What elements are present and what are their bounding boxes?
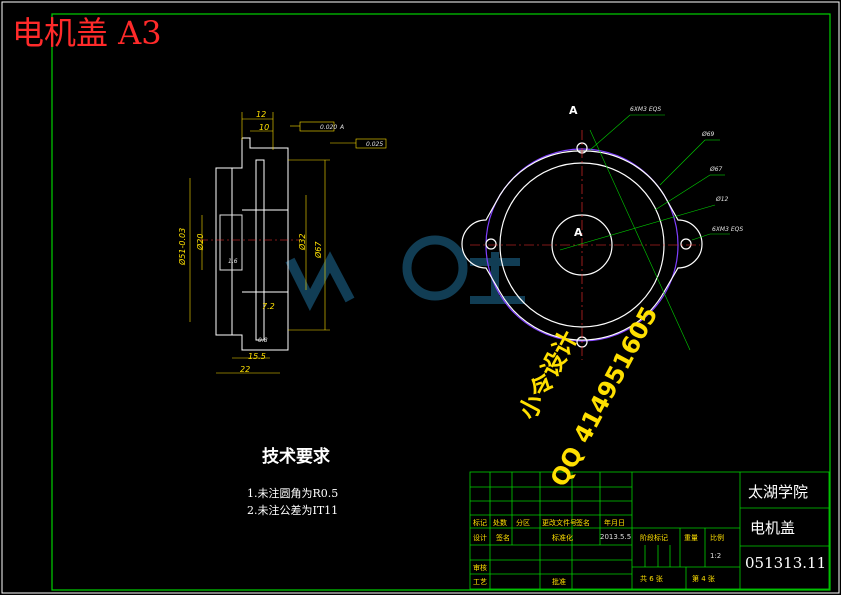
- drawing-title: 电机盖 A3: [12, 14, 162, 52]
- part-name: 电机盖: [750, 519, 796, 537]
- callout-d69: Ø69: [702, 131, 715, 138]
- section-label-a: A: [569, 104, 578, 117]
- tb-r2-0: 设计: [473, 534, 487, 542]
- dim-d51: Ø51-0.03: [178, 227, 187, 265]
- tb-r2-1: 签名: [496, 534, 510, 542]
- front-centerlines: [470, 130, 700, 360]
- side-view-dims: [189, 112, 387, 374]
- tb-r4-0: 工艺: [473, 578, 487, 586]
- dim-22: 22: [240, 365, 251, 374]
- tb-r2-3: 2013.5.5: [600, 533, 632, 541]
- dim-d32: Ø32: [298, 233, 307, 250]
- tech-req-title: 技术要求: [262, 447, 330, 467]
- callout-d12: Ø12: [716, 196, 729, 203]
- gdt-flatness: 0.020: [320, 124, 338, 131]
- tb-r2-5: 重量: [684, 534, 698, 542]
- tb-r4-1: 批准: [552, 578, 566, 586]
- tb-r2-6: 比例: [710, 534, 724, 542]
- tb-r1-5: 年月日: [604, 519, 625, 527]
- front-leaders: [559, 114, 730, 351]
- dim-15-5: 15.5: [248, 352, 266, 361]
- roughness-1: 1.6: [228, 258, 238, 265]
- tb-r3-0: 审核: [473, 564, 487, 572]
- dim-d20: Ø20: [196, 233, 205, 250]
- drawing-number: 051313.11: [745, 554, 827, 572]
- tech-req-2: 2.未注公差为IT11: [247, 504, 339, 517]
- tb-r1-0: 标记: [473, 519, 487, 527]
- watermark-logo: [285, 235, 525, 311]
- tb-r1-1: 处数: [493, 519, 507, 527]
- tb-r2-2: 标准化: [552, 534, 573, 542]
- tb-r4-2: 共 6 张: [640, 575, 663, 583]
- center-label-a: A: [574, 226, 583, 239]
- callout-6xm3-right: 6XM3 EQS: [712, 226, 744, 233]
- dim-12: 12: [256, 110, 267, 119]
- gdt-datum: A: [340, 124, 345, 131]
- tb-r1-2: 分区: [516, 519, 530, 527]
- tb-r1-4: 签名: [576, 519, 590, 527]
- inner-frame: [51, 13, 831, 591]
- tech-req-1: 1.未注圆角为R0.5: [247, 487, 339, 500]
- school-name: 太湖学院: [748, 483, 809, 501]
- dim-7-2: 7.2: [262, 302, 275, 311]
- tb-r4-3: 第 4 张: [692, 575, 715, 583]
- gdt-runout: 0.025: [366, 141, 384, 148]
- side-view: [215, 137, 289, 351]
- callout-6xm3-top: 6XM3 EQS: [630, 106, 662, 113]
- tb-r1-3: 更改文件号: [542, 519, 577, 527]
- title-block: [469, 471, 830, 590]
- dim-d67: Ø67: [314, 241, 323, 258]
- tb-r2-4: 阶段标记: [640, 534, 668, 542]
- tb-scale: 1:2: [710, 552, 722, 560]
- dim-10: 10: [259, 123, 270, 132]
- roughness-2: 0.8: [258, 337, 268, 344]
- callout-d67: Ø67: [710, 166, 723, 173]
